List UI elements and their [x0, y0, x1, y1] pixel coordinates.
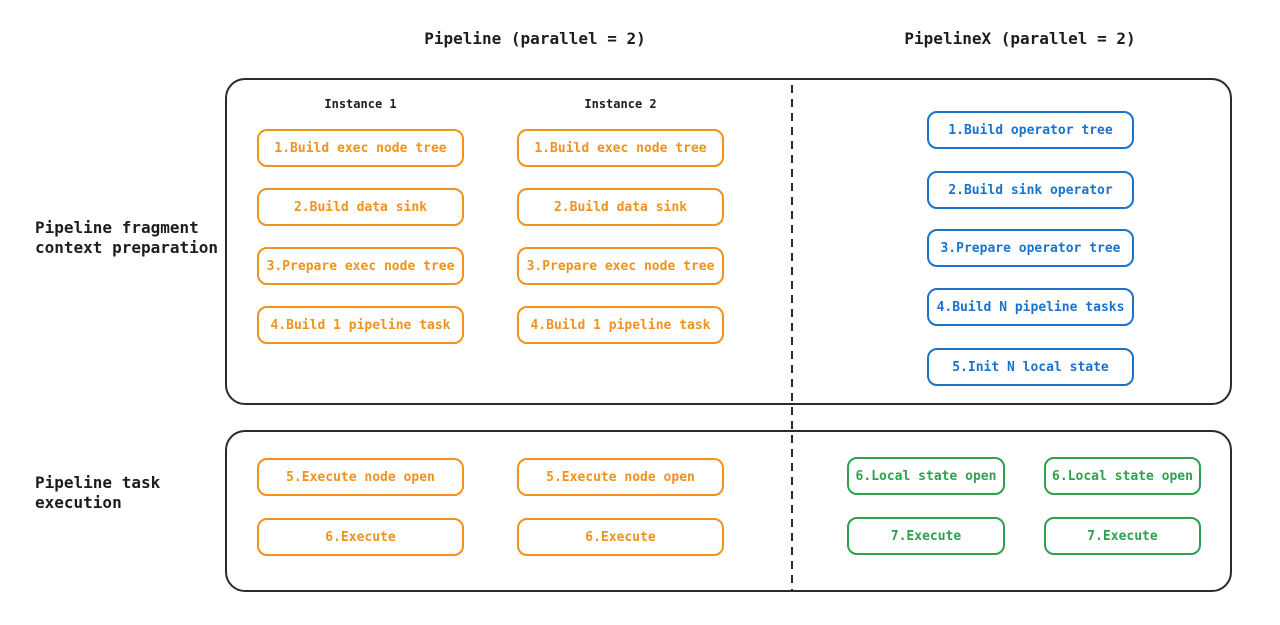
- task-execution-frame: [225, 430, 1232, 592]
- step-box-prepare-exec-node-tree: 3.Prepare exec node tree: [517, 247, 724, 285]
- pipeline-title: Pipeline (parallel = 2): [424, 29, 646, 48]
- preparation-phase-label-line1: Pipeline fragment: [35, 218, 199, 237]
- step-box-execute: 7.Execute: [1044, 517, 1201, 555]
- step-box-local-state-open: 6.Local state open: [1044, 457, 1201, 495]
- step-box-execute: 7.Execute: [847, 517, 1005, 555]
- pipelinex-title: PipelineX (parallel = 2): [904, 29, 1136, 48]
- step-box-execute: 6.Execute: [257, 518, 464, 556]
- step-box-build-exec-node-tree: 1.Build exec node tree: [257, 129, 464, 167]
- pipeline-pipelinex-divider: [791, 85, 793, 590]
- step-box-build-n-pipeline-tasks: 4.Build N pipeline tasks: [927, 288, 1134, 326]
- step-box-build-data-sink: 2.Build data sink: [257, 188, 464, 226]
- instance-1-label: Instance 1: [324, 97, 397, 111]
- step-box-build-exec-node-tree: 1.Build exec node tree: [517, 129, 724, 167]
- execution-phase-label: Pipeline task execution: [35, 473, 160, 513]
- context-preparation-frame: [225, 78, 1232, 405]
- execution-phase-label-line1: Pipeline task: [35, 473, 161, 492]
- instance-2-label: Instance 2: [584, 97, 657, 111]
- step-box-init-n-local-state: 5.Init N local state: [927, 348, 1134, 386]
- step-box-build-1-pipeline-task: 4.Build 1 pipeline task: [517, 306, 724, 344]
- execution-phase-label-line2: execution: [35, 493, 122, 512]
- step-box-build-data-sink: 2.Build data sink: [517, 188, 724, 226]
- preparation-phase-label-line2: context preparation: [35, 238, 219, 257]
- step-box-build-1-pipeline-task: 4.Build 1 pipeline task: [257, 306, 464, 344]
- step-box-execute: 6.Execute: [517, 518, 724, 556]
- step-box-build-operator-tree: 1.Build operator tree: [927, 111, 1134, 149]
- step-box-execute-node-open: 5.Execute node open: [257, 458, 464, 496]
- step-box-build-sink-operator: 2.Build sink operator: [927, 171, 1134, 209]
- step-box-local-state-open: 6.Local state open: [847, 457, 1005, 495]
- step-box-prepare-operator-tree: 3.Prepare operator tree: [927, 229, 1134, 267]
- preparation-phase-label: Pipeline fragment context preparation: [35, 218, 218, 258]
- step-box-prepare-exec-node-tree: 3.Prepare exec node tree: [257, 247, 464, 285]
- step-box-execute-node-open: 5.Execute node open: [517, 458, 724, 496]
